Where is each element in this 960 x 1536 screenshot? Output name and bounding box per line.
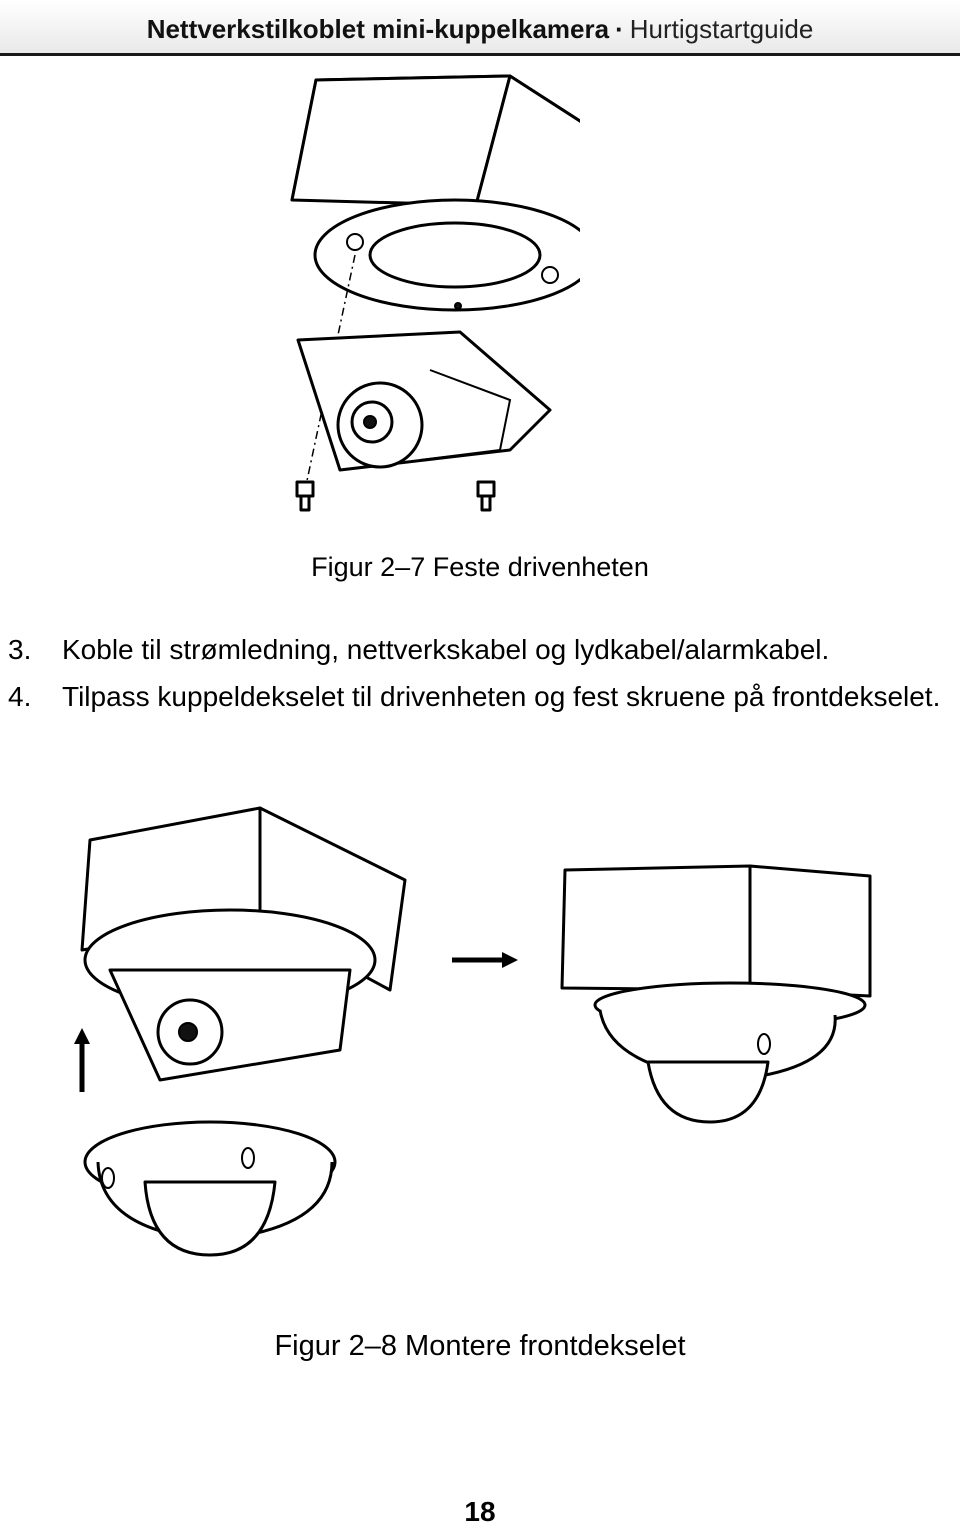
step-text: Tilpass kuppeldekselet til drivenheten o… [62,681,941,712]
page-number: 18 [464,1496,496,1527]
front-cover-illustration [74,806,872,1257]
step-list: 3. Koble til strømledning, nettverkskabe… [0,626,960,720]
figure-1-caption: Figur 2–7 Feste drivenheten [311,552,649,582]
step-text: Koble til strømledning, nettverkskabel o… [62,634,830,665]
drive-unit-illustration [290,74,580,512]
screw-hole-left [346,233,364,251]
left-lens [178,1022,198,1042]
mount-ring-inner [368,221,542,289]
right-back-box-front [560,864,752,992]
right-arrow-head [502,952,518,968]
back-box-body [290,74,512,207]
dome-screw-right [241,1147,255,1169]
figure-mount-front-cover [70,800,890,1270]
header-separator: · [615,14,624,44]
screw-hole-right [541,266,559,284]
drive-unit-flange [296,330,552,472]
screw-right [476,480,496,512]
right-back-box-side [748,864,872,998]
page-header: Nettverkstilkoblet mini-kuppelkamera·Hur… [0,0,960,56]
right-dome-bubble [646,1060,770,1124]
header-title: Nettverkstilkoblet mini-kuppelkamera [146,14,610,44]
dome-bubble [143,1180,277,1257]
step-number: 3. [8,634,32,665]
dome-screw-left [101,1167,115,1189]
drive-unit-detail [419,369,512,461]
step-4: 4. Tilpass kuppeldekselet til drivenhete… [0,673,960,720]
figure-attach-drive-unit [260,70,580,520]
lens-center [363,415,377,429]
header-subtitle: Hurtigstartguide [629,14,814,44]
right-cover-screw [757,1033,771,1055]
screw-hole-center [454,302,462,310]
up-arrow-head [74,1028,90,1044]
figure-2-caption: Figur 2–8 Montere frontdekselet [274,1330,686,1362]
header-text: Nettverkstilkoblet mini-kuppelkamera·Hur… [147,14,814,45]
screw-left [295,480,315,512]
left-drive-unit [108,968,352,1082]
step-3: 3. Koble til strømledning, nettverkskabe… [0,626,960,673]
step-number: 4. [8,681,32,712]
